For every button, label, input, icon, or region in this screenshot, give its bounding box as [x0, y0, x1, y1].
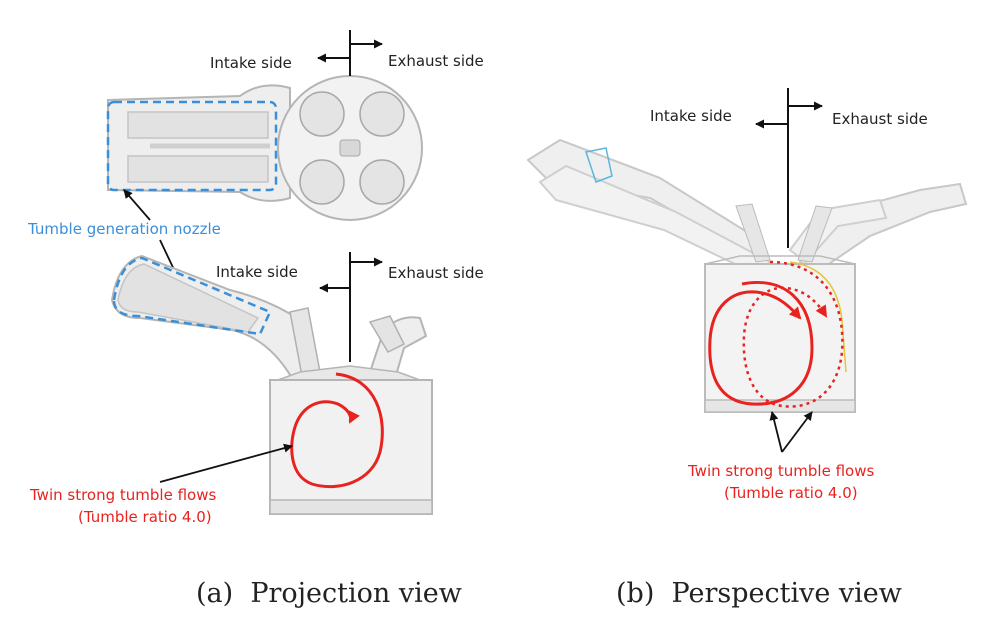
cylinder-side — [269, 379, 433, 515]
intake-valve-upper — [299, 91, 345, 137]
exhaust-valve-upper — [359, 91, 405, 137]
piston-crown-side — [269, 499, 433, 515]
tumble-nozzle-label: Tumble generation nozzle — [27, 220, 221, 238]
spark-plug-top — [339, 139, 361, 157]
chamber-roof-persp — [704, 255, 856, 265]
caption-projection-view: (a) Projection view — [196, 578, 462, 609]
exhaust-side-label-2: Exhaust side — [388, 264, 484, 282]
yellow-contour-persp — [789, 261, 847, 373]
intake-runner-upper — [127, 111, 269, 139]
intake-side-label-3: Intake side — [650, 107, 732, 125]
intake-valve-lower — [299, 159, 345, 205]
intake-nozzle-side — [117, 263, 260, 333]
perspective-view: Intake side Exhaust side — [526, 88, 968, 413]
exhaust-valve-lower — [359, 159, 405, 205]
tumble-flow-solid — [708, 281, 814, 406]
twin-flows-label-a-line1: Twin strong tumble flows — [29, 486, 216, 504]
intake-side-label: Intake side — [210, 54, 292, 72]
valve-stem-persp-1 — [735, 203, 771, 263]
twin-flows-label-b-line1: Twin strong tumble flows — [687, 462, 874, 480]
intake-nozzle-persp — [585, 147, 613, 183]
twin-flows-leader-a — [159, 443, 293, 483]
twin-flows-label-b-line2: (Tumble ratio 4.0) — [724, 484, 858, 502]
valve-stem-persp-2 — [797, 205, 833, 263]
twin-flows-leader-b1 — [769, 411, 783, 453]
nozzle-leader-top — [123, 189, 151, 221]
intake-side-label-2: Intake side — [216, 263, 298, 281]
tumble-nozzle-outline-top — [106, 100, 278, 192]
twin-flows-label-a-line2: (Tumble ratio 4.0) — [78, 508, 212, 526]
exhaust-side-label: Exhaust side — [388, 52, 484, 70]
projection-top-view: Intake side Exhaust side — [106, 30, 484, 221]
exhaust-valve-side — [368, 315, 406, 353]
caption-perspective-view: (b) Perspective view — [616, 578, 902, 609]
projection-side-view: Intake side Exhaust side — [110, 252, 484, 515]
twin-flows-leader-b2 — [781, 411, 813, 453]
exhaust-side-label-3: Exhaust side — [832, 110, 928, 128]
intake-runner-lower — [127, 155, 269, 183]
tumble-flow-red — [290, 372, 384, 489]
